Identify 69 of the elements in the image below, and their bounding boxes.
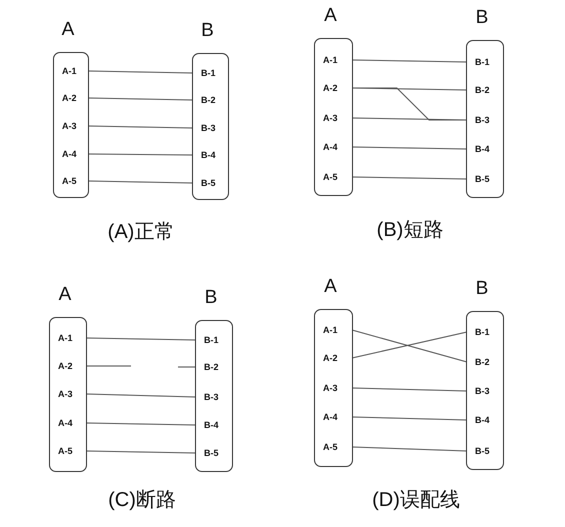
wire (352, 146, 468, 150)
pin-label: A-2 (58, 360, 86, 372)
wire (88, 70, 194, 74)
pin-label: B-2 (467, 356, 490, 368)
pin-label: A-4 (323, 412, 352, 422)
pin-label: A-2 (62, 92, 88, 104)
pin-label: A-5 (323, 442, 352, 452)
pin-label: B-1 (467, 326, 490, 338)
pin-label: B-3 (193, 122, 216, 134)
pin-label: B-2 (193, 94, 216, 106)
wire (352, 446, 468, 452)
panel-caption: (D)误配线 (372, 488, 460, 512)
wire (352, 60, 468, 62)
panel-caption: (C)断路 (108, 488, 176, 512)
pin-label: B-5 (193, 178, 216, 188)
pin-label: B-4 (196, 420, 219, 430)
connector-label: A (324, 6, 337, 26)
pin-label: A-4 (58, 418, 86, 428)
pin-label: B-3 (467, 114, 490, 126)
wire (86, 450, 196, 454)
pin-label: A-3 (58, 388, 86, 400)
pin-label: B-5 (196, 448, 219, 458)
wire (86, 338, 196, 340)
pin-label: A-5 (58, 446, 86, 456)
pin-label: A-1 (58, 332, 86, 344)
connector-label: B (201, 21, 214, 41)
pin-label: A-2 (323, 352, 352, 364)
wire (86, 422, 196, 426)
pin-label: A-4 (62, 148, 88, 160)
connector-label: B (476, 8, 488, 28)
connector-label: A (324, 277, 337, 297)
pin-label: A-2 (323, 82, 352, 94)
broken-wire (178, 366, 196, 368)
pin-label: B-1 (467, 56, 490, 68)
pin-label: B-1 (193, 68, 216, 78)
connector-label: A (62, 20, 74, 40)
panel-caption: (A)正常 (108, 220, 174, 244)
pin-label: A-1 (62, 66, 88, 76)
pin-label: A-3 (62, 120, 88, 132)
pin-label: A-3 (323, 112, 352, 124)
wire (88, 154, 194, 156)
connector-label: B (204, 288, 218, 308)
wire (88, 126, 194, 128)
pin-label: B-1 (196, 334, 219, 346)
pin-label: B-3 (196, 392, 219, 402)
panel-caption: (B)短路 (376, 218, 444, 242)
pin-label: A-1 (323, 324, 352, 336)
pin-label: A-4 (323, 142, 352, 152)
pin-label: A-1 (323, 54, 352, 66)
wire (352, 118, 468, 120)
connector-label: A (58, 285, 72, 305)
pin-label: A-5 (323, 172, 352, 182)
wire (88, 98, 194, 100)
wire (352, 388, 468, 392)
pin-label: B-4 (193, 150, 216, 160)
pin-label: B-5 (467, 446, 490, 456)
pin-label: B-2 (196, 362, 219, 372)
pin-label: A-3 (323, 382, 352, 394)
pin-label: A-5 (62, 176, 88, 186)
pin-label: B-5 (467, 174, 490, 184)
pin-label: B-4 (467, 414, 490, 426)
wire (88, 180, 194, 184)
wire (86, 394, 196, 398)
wire (352, 416, 468, 420)
pin-label: B-3 (467, 386, 490, 396)
pin-label: B-2 (467, 84, 490, 96)
wire (352, 176, 468, 180)
pin-label: B-4 (467, 144, 490, 154)
connector-label: B (476, 279, 488, 299)
